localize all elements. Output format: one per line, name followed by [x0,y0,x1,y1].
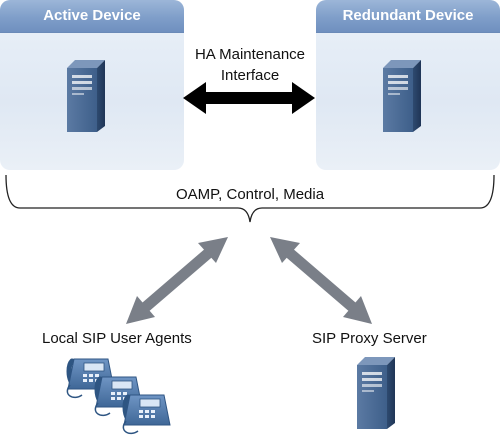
active-device-server-icon [67,60,105,132]
redundant-device-server-icon [383,60,421,132]
redundant-device-header: Redundant Device [316,0,500,33]
proxy-link-arrow [270,237,372,324]
ha-maintenance-label: HA Maintenance Interface [184,44,316,86]
redundant-device-panel: Redundant Device [316,0,500,170]
user-agents-link-arrow [126,237,228,324]
ip-phone-icon [67,359,170,433]
sip-proxy-server-icon [357,357,395,429]
active-device-title: Active Device [43,7,141,24]
ha-label-line2: Interface [220,67,280,84]
active-device-header: Active Device [0,0,184,33]
network-brace [5,174,495,223]
sip-user-agents-label: Local SIP User Agents [42,330,192,347]
oamp-label: OAMP, Control, Media [175,186,325,203]
redundant-device-title: Redundant Device [342,7,474,24]
sip-proxy-label: SIP Proxy Server [312,330,427,347]
ha-label-line1: HA Maintenance [194,46,306,63]
active-device-panel: Active Device [0,0,184,170]
ha-link-arrow [183,82,315,114]
